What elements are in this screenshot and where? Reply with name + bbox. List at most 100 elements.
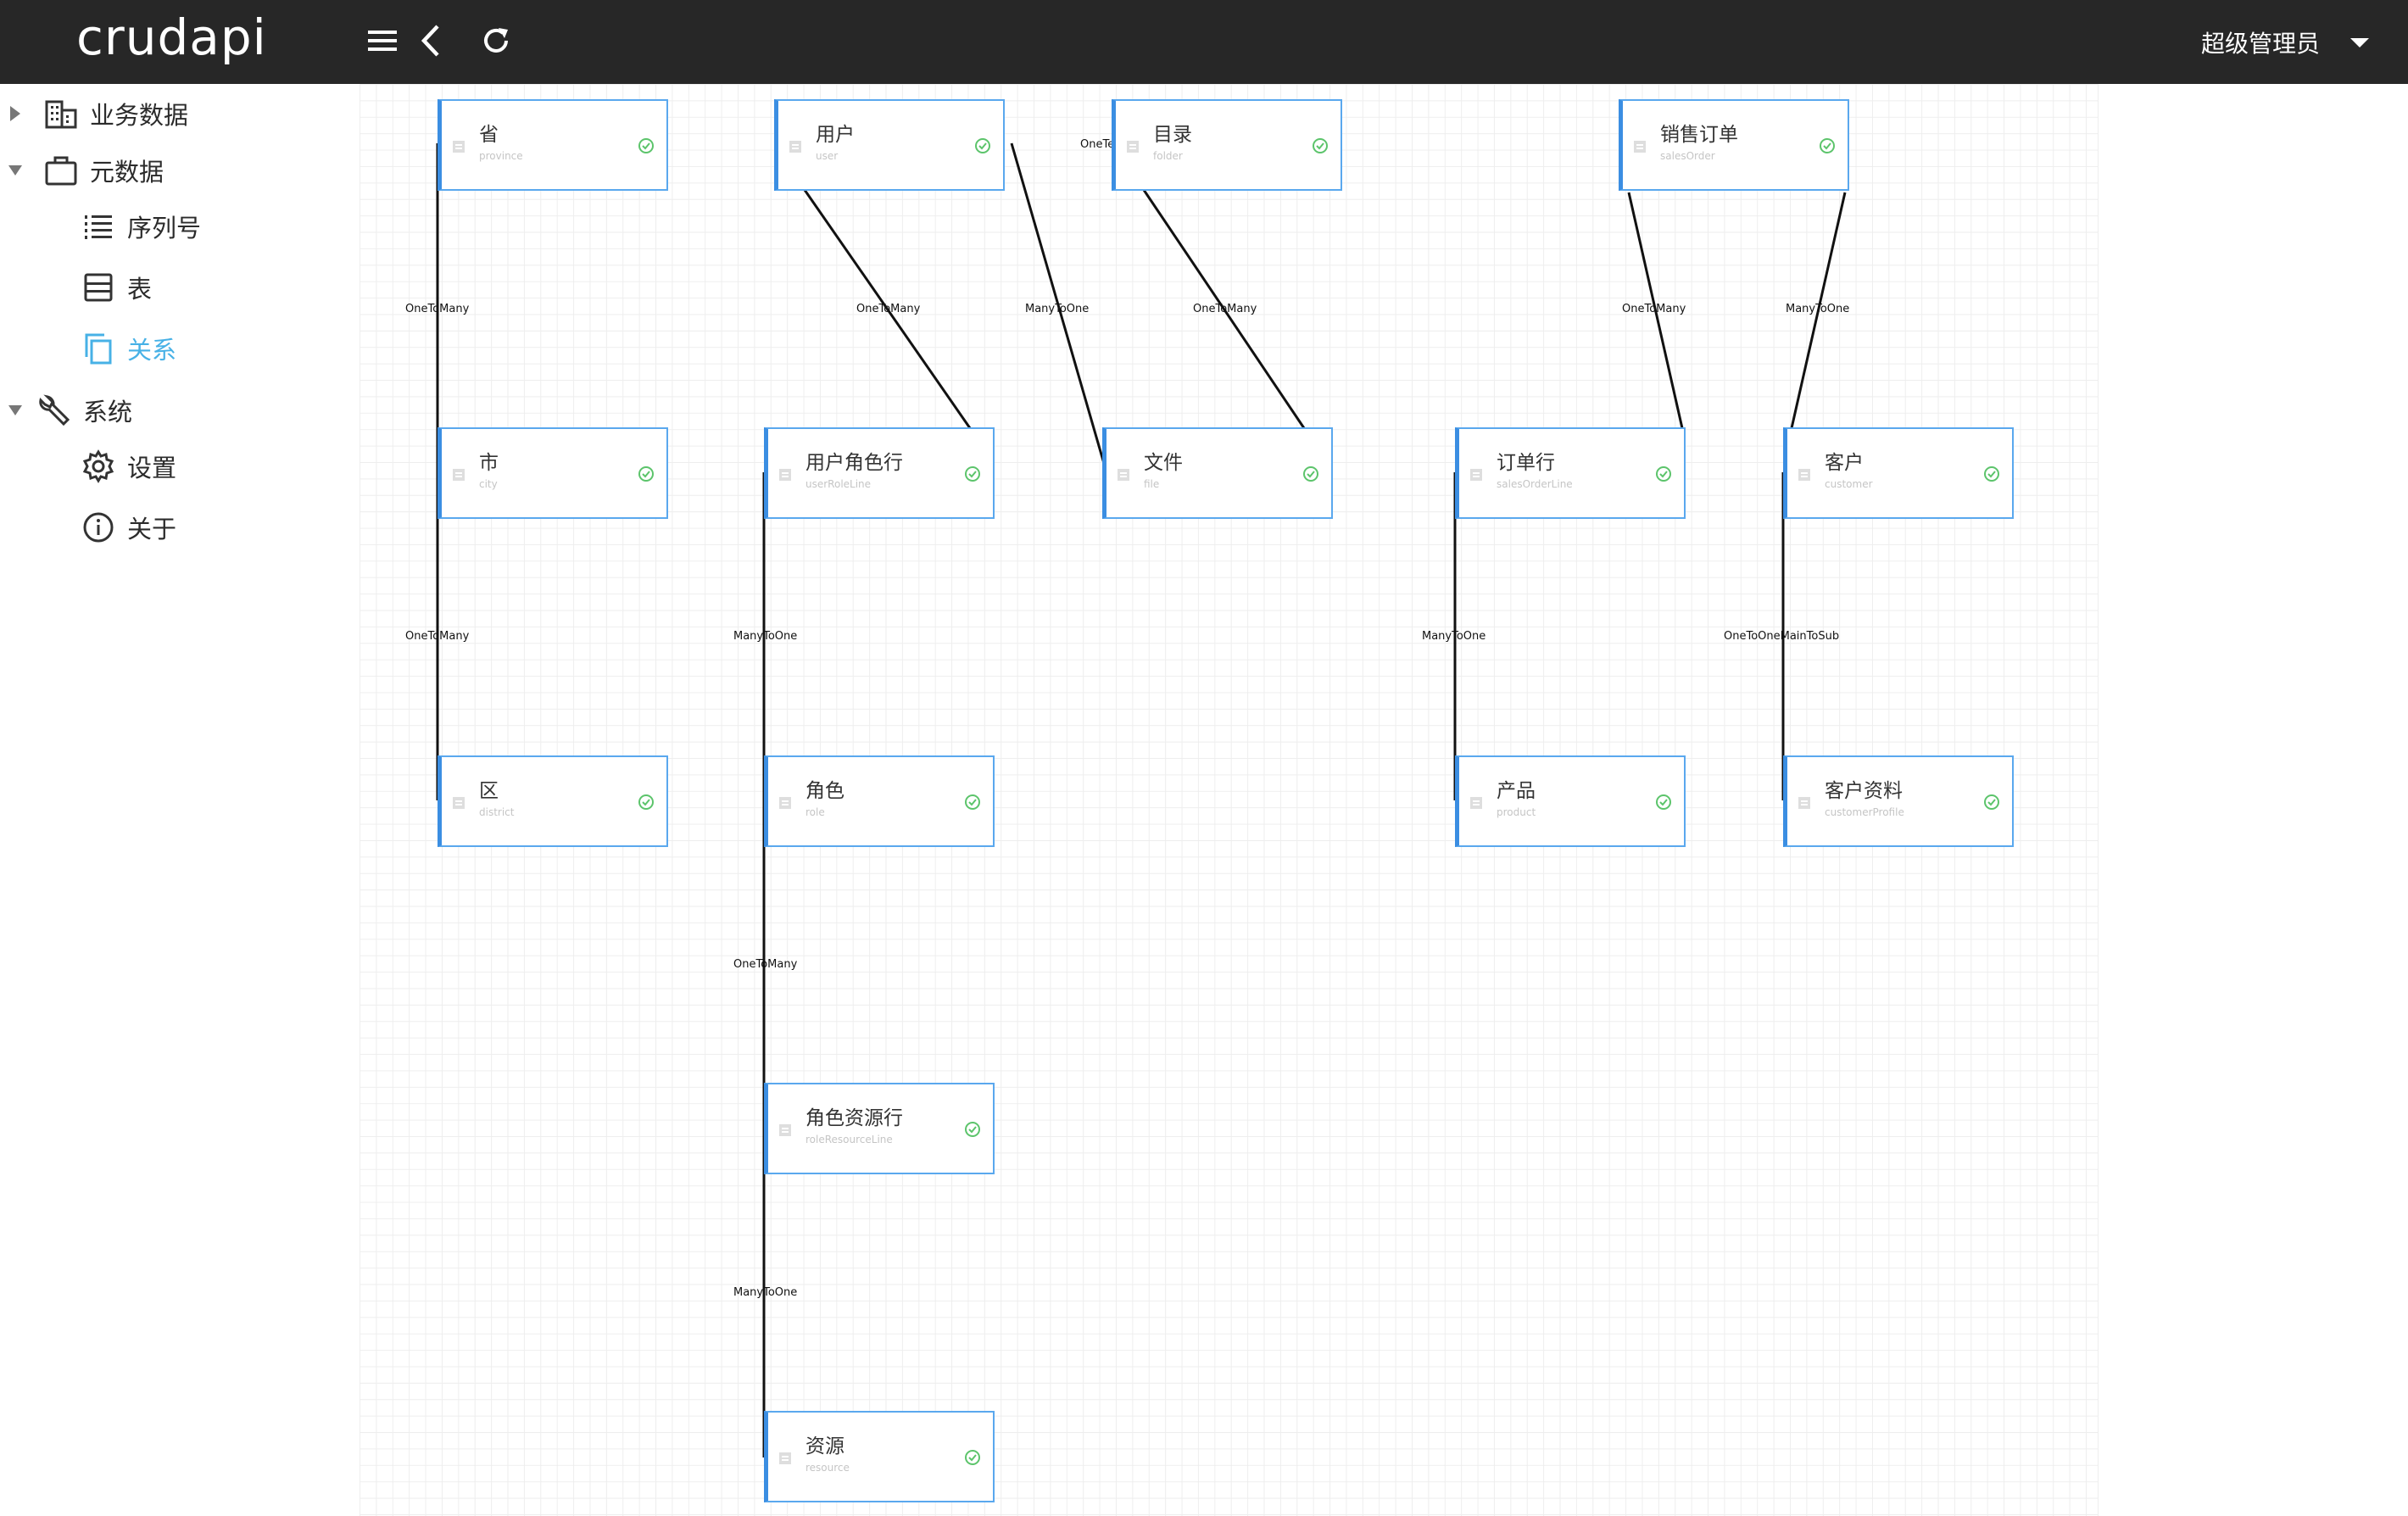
nav-business-data-label: 业务数据: [90, 101, 189, 130]
relation-label: OneToMany: [405, 303, 470, 315]
table-code: product: [1497, 806, 1536, 818]
table-node-file[interactable]: 文件 file: [1102, 427, 1333, 519]
table-title: 角色: [805, 780, 844, 802]
table-node-customer[interactable]: 客户 customer: [1783, 427, 2014, 519]
top-bar: crudapi 超级管理员: [0, 0, 2408, 84]
check-circle-icon: [1820, 138, 1835, 153]
table-title: 省: [479, 124, 499, 146]
table-title: 资源: [805, 1435, 844, 1457]
table-node-roleResourceLine[interactable]: 角色资源行 roleResourceLine: [764, 1083, 995, 1174]
relation-line: [1142, 189, 1306, 429]
table-title: 客户: [1825, 452, 1864, 474]
expand-right-icon[interactable]: [8, 104, 22, 123]
table-icon: [453, 469, 465, 481]
user-menu[interactable]: 超级管理员: [2200, 30, 2320, 58]
check-circle-icon: [1656, 794, 1671, 810]
check-circle-icon: [965, 466, 980, 482]
nav-about[interactable]: 关于: [81, 502, 176, 553]
table-node-user[interactable]: 用户 user: [774, 99, 1005, 191]
check-circle-icon: [1313, 138, 1328, 153]
relation-label: ManyToOne: [1422, 630, 1486, 643]
wrench-icon: [39, 394, 70, 426]
refresh-icon[interactable]: [477, 21, 516, 60]
check-circle-icon: [965, 1450, 980, 1465]
table-node-resource[interactable]: 资源 resource: [764, 1411, 995, 1502]
relation-line: [803, 189, 972, 429]
nav-metadata-label: 元数据: [90, 158, 164, 187]
nav-sequence[interactable]: 序列号: [81, 201, 201, 252]
hamburger-icon[interactable]: [363, 21, 402, 60]
expand-down-icon[interactable]: [7, 164, 24, 177]
table-node-folder[interactable]: 目录 folder: [1112, 99, 1342, 191]
nav-sequence-label: 序列号: [127, 214, 202, 242]
table-title: 目录: [1153, 124, 1192, 146]
check-circle-icon: [965, 1122, 980, 1137]
nav-settings-label: 设置: [127, 454, 177, 482]
app-logo: crudapi: [76, 8, 267, 66]
building-icon: [45, 100, 77, 129]
table-node-product[interactable]: 产品 product: [1455, 755, 1686, 847]
table-title: 市: [479, 452, 499, 474]
table-title: 区: [479, 780, 499, 802]
table-code: userRoleLine: [805, 478, 872, 490]
table-icon: [453, 797, 465, 809]
table-node-district[interactable]: 区 district: [438, 755, 668, 847]
check-circle-icon: [638, 466, 654, 482]
table-node-salesOrderLine[interactable]: 订单行 salesOrderLine: [1455, 427, 1686, 519]
nav-system[interactable]: 系统: [7, 385, 132, 436]
check-circle-icon: [1984, 794, 1999, 810]
table-node-province[interactable]: 省 province: [438, 99, 668, 191]
nav-system-label: 系统: [83, 398, 133, 426]
relation-lines: [436, 142, 1847, 1457]
table-title: 用户角色行: [805, 452, 903, 474]
nav-relation-label: 关系: [127, 336, 177, 365]
table-icon: [1798, 797, 1810, 809]
relation-label: OneToMany: [1193, 303, 1257, 315]
nav-relation[interactable]: 关系: [81, 323, 176, 374]
table-icon: [1127, 141, 1139, 153]
copy-icon: [85, 333, 112, 365]
caret-down-icon[interactable]: [2349, 32, 2371, 53]
check-circle-icon: [1656, 466, 1671, 482]
table-node-customerProfile[interactable]: 客户资料 customerProfile: [1783, 755, 2014, 847]
relation-label: OneTe: [1080, 138, 1115, 151]
table-node-userRoleLine[interactable]: 用户角色行 userRoleLine: [764, 427, 995, 519]
table-icon: [453, 141, 465, 153]
canvas-grid: [360, 84, 2099, 1516]
nav-business-data[interactable]: 业务数据: [8, 88, 188, 139]
expand-down-icon[interactable]: [7, 404, 24, 417]
table-code: user: [816, 150, 839, 162]
relation-canvas[interactable]: OneToMany OneToMany OneToMany ManyToOne …: [360, 84, 2408, 1516]
nav-table[interactable]: 表: [81, 262, 152, 313]
table-icon: [1798, 469, 1810, 481]
relation-line: [1627, 192, 1684, 429]
relation-label: OneToOneMainToSub: [1724, 630, 1840, 643]
relation-line: [1010, 142, 1108, 473]
table-icon: [1470, 469, 1482, 481]
table-icon: [779, 1452, 791, 1464]
table-code: folder: [1153, 150, 1183, 162]
table-icon: [1470, 797, 1482, 809]
table-icon: [84, 273, 113, 302]
table-code: salesOrder: [1660, 150, 1715, 162]
table-code: city: [479, 478, 498, 490]
table-icon: [779, 469, 791, 481]
table-node-city[interactable]: 市 city: [438, 427, 668, 519]
table-icon: [1634, 141, 1646, 153]
table-icon: [789, 141, 801, 153]
table-title: 用户: [816, 124, 855, 146]
table-code: resource: [805, 1462, 850, 1474]
relation-label: ManyToOne: [1025, 303, 1090, 315]
table-code: salesOrderLine: [1497, 478, 1573, 490]
nav-settings[interactable]: 设置: [81, 441, 176, 492]
check-circle-icon: [638, 794, 654, 810]
chevron-left-icon[interactable]: [412, 21, 451, 60]
table-node-salesOrder[interactable]: 销售订单 salesOrder: [1619, 99, 1849, 191]
relation-label: ManyToOne: [1786, 303, 1850, 315]
table-node-role[interactable]: 角色 role: [764, 755, 995, 847]
nav-about-label: 关于: [127, 515, 177, 543]
table-icon: [779, 797, 791, 809]
nav-metadata[interactable]: 元数据: [7, 145, 164, 196]
table-code: file: [1144, 478, 1160, 490]
table-code: district: [479, 806, 515, 818]
